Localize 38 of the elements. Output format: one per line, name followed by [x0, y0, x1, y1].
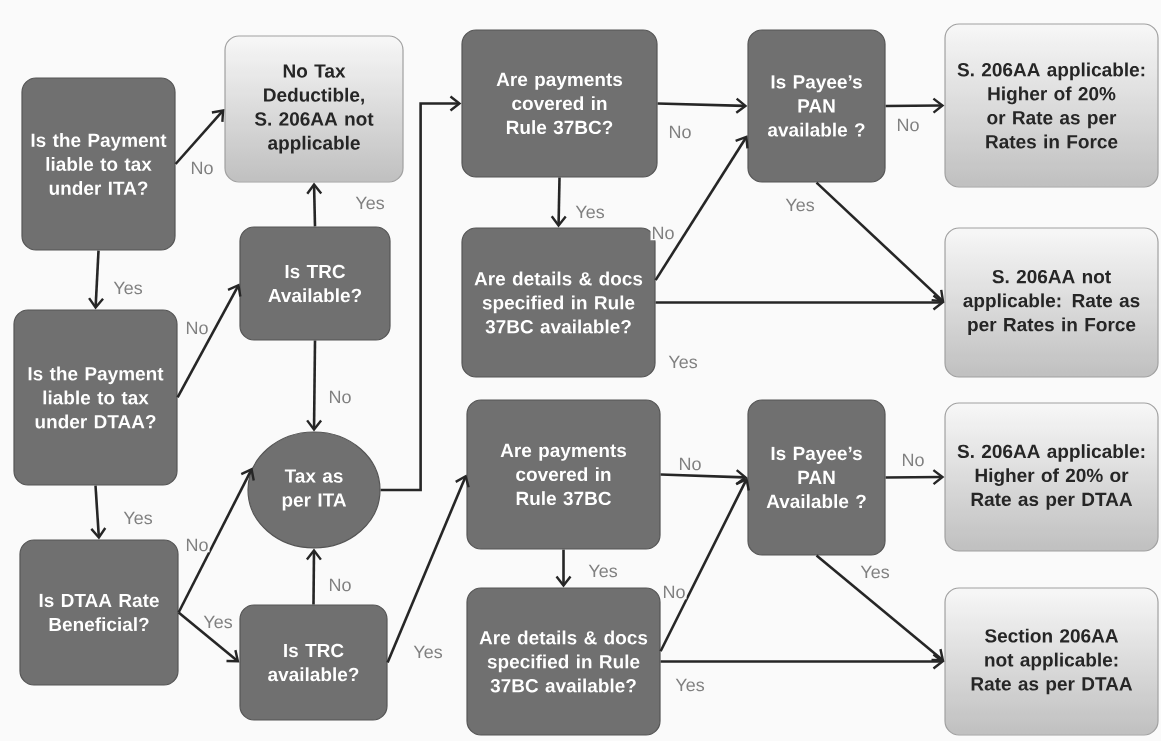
- arrow: [177, 467, 255, 614]
- arrow: [88, 250, 104, 310]
- arrow: [885, 469, 945, 486]
- arrow: [90, 485, 107, 540]
- arrow: [176, 283, 242, 399]
- decision-box: Is Payee’s PAN Available ?: [747, 399, 886, 556]
- arrow: [306, 340, 323, 432]
- result-box: S. 206AA not applicable: Rate as per Rates in Force: [944, 227, 1159, 378]
- decision-box: Is the Payment liable to tax under DTAA?: [13, 309, 178, 486]
- result-box: S. 206AA applicable: Higher of 20% or Rate as per Rates in Force: [944, 23, 1159, 188]
- result-box: S. 206AA applicable: Higher of 20% or Rate as per DTAA: [944, 402, 1159, 552]
- arrow: [306, 182, 323, 227]
- arrow: [657, 97, 748, 114]
- arrow: [386, 474, 470, 663]
- arrow: [305, 548, 322, 605]
- decision-box: Are details & docs specified in Rule 37BC available?: [466, 587, 661, 736]
- result-box: No Tax Deductible, S. 206AA not applicable: [224, 35, 404, 183]
- arrow: [550, 177, 567, 228]
- decision-box: Are payments covered in Rule 37BC: [466, 399, 661, 550]
- result-box: Section 206AA not applicable: Rate as per DTAA: [944, 587, 1159, 736]
- arrow: [660, 469, 748, 486]
- decision-box: Is TRC available?: [239, 604, 388, 721]
- arrow: [555, 549, 572, 588]
- decision-box: Is TRC Available?: [239, 226, 391, 341]
- arrow: [654, 135, 749, 281]
- arrow: [655, 294, 945, 311]
- decision-box: Is DTAA Rate Beneficial?: [19, 539, 179, 686]
- arrow: [380, 95, 462, 492]
- decision-box: Are payments covered in Rule 37BC?: [461, 29, 658, 178]
- arrow: [659, 477, 750, 652]
- arrow: [174, 109, 225, 165]
- arrow: [177, 611, 240, 663]
- decision-box: Is the Payment liable to tax under ITA?: [21, 77, 176, 251]
- arrow: [815, 554, 945, 662]
- decision-box: Is Payee’s PAN available ?: [747, 29, 886, 183]
- arrow: [660, 653, 945, 670]
- arrow: [885, 97, 945, 114]
- arrow: [815, 181, 945, 303]
